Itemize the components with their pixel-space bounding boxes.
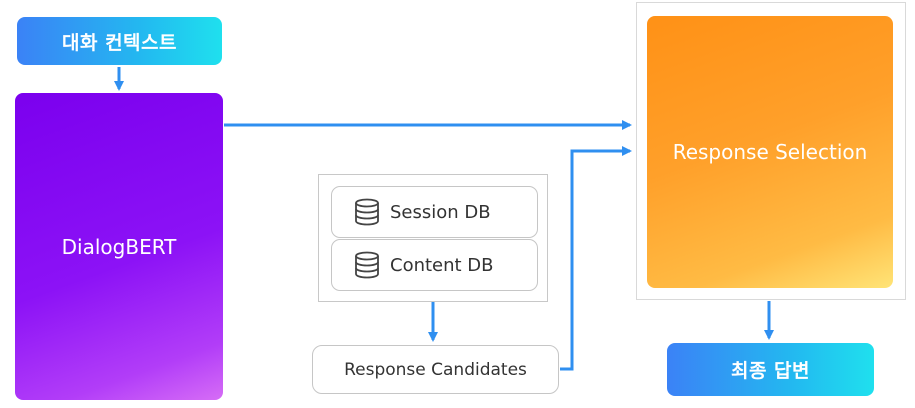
final-answer-node: 최종 답변 xyxy=(667,343,874,396)
arrow-candidates-to-selection xyxy=(560,146,632,371)
context-label: 대화 컨텍스트 xyxy=(62,31,177,54)
response-selection-label: Response Selection xyxy=(672,140,868,164)
dialogbert-node: DialogBERT xyxy=(15,93,223,400)
response-selection-node: Response Selection xyxy=(647,16,893,288)
session-db-node: Session DB xyxy=(331,186,538,238)
dialogbert-label: DialogBERT xyxy=(61,234,177,259)
context-node: 대화 컨텍스트 xyxy=(17,17,222,65)
database-icon xyxy=(355,198,379,226)
session-db-label: Session DB xyxy=(390,201,491,223)
response-candidates-node: Response Candidates xyxy=(312,345,559,394)
content-db-label: Content DB xyxy=(390,254,494,276)
final-answer-label: 최종 답변 xyxy=(730,360,811,382)
content-db-node: Content DB xyxy=(331,239,538,291)
database-icon xyxy=(355,251,379,279)
response-candidates-label: Response Candidates xyxy=(344,359,527,380)
